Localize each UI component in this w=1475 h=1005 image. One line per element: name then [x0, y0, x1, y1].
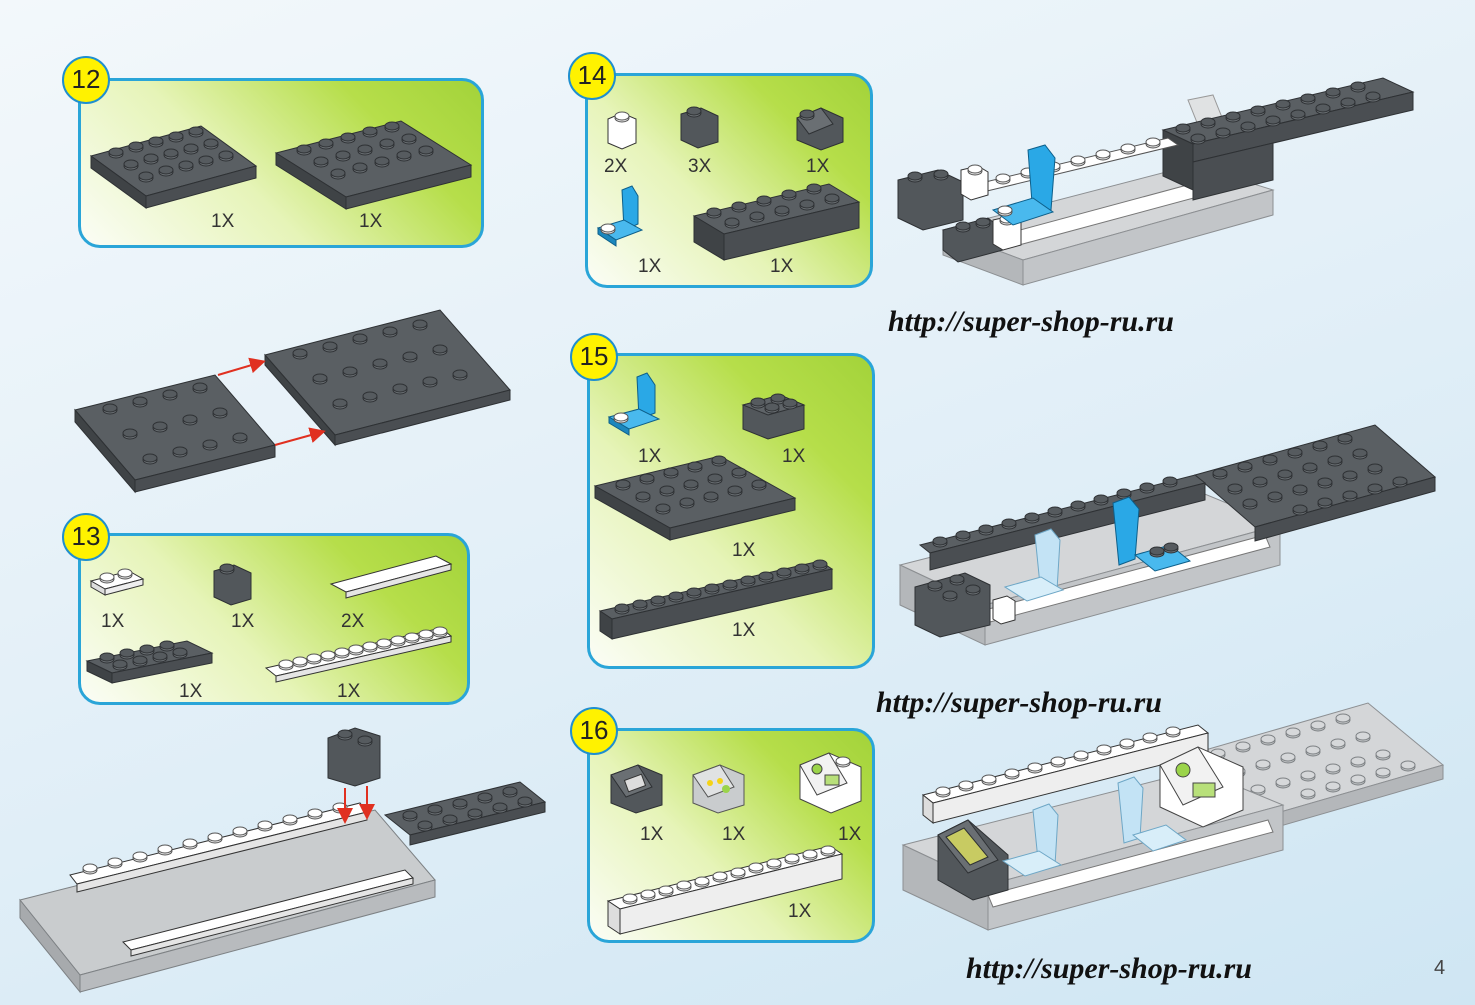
qty-step13-white-plate: 1X	[101, 611, 125, 632]
qty-step12-plate-a: 1X	[211, 211, 235, 232]
qty-step15-long-brick: 1X	[732, 620, 756, 641]
plate-6x8-dark	[593, 455, 797, 541]
slope-control-panel-white	[799, 752, 862, 814]
assembly-arrow	[274, 427, 326, 446]
qty-step16-panel-c: 1X	[838, 824, 862, 845]
step-15-model-illustration	[898, 424, 1437, 646]
brick-1x1-white	[607, 111, 637, 150]
plate-6x6-dark	[89, 125, 258, 209]
qty-step14-slope-brick: 1X	[806, 156, 830, 177]
slope-brick-dark	[796, 107, 844, 151]
plate-1x2-white	[89, 568, 145, 596]
step-number-12: 12	[62, 56, 110, 104]
page-number: 4	[1434, 957, 1446, 979]
brick-1x12-white	[606, 845, 844, 935]
brick-corner-dark	[213, 563, 252, 606]
plate-2x8-dark	[85, 640, 214, 684]
qty-step12-plate-b: 1X	[359, 211, 383, 232]
qty-step14-white-brick: 2X	[604, 156, 628, 177]
plate-6x8-dark	[274, 120, 473, 210]
seat-light-blue	[1003, 528, 1065, 602]
step-14-parts-panel: 2X 3X 1X 1X 1X	[585, 73, 873, 288]
seat-blue	[607, 372, 661, 436]
seat-blue	[1112, 496, 1192, 572]
qty-step15-plate: 1X	[732, 540, 756, 561]
seat-blue	[596, 185, 644, 247]
slope-control-panel-light	[692, 764, 745, 814]
brick-corner-dark	[680, 106, 719, 149]
brick-1x12-dark	[598, 559, 834, 640]
step-15-parts-panel: 1X 1X 1X 1X	[587, 353, 875, 669]
qty-step14-long-brick: 1X	[770, 256, 794, 277]
step-13-assembly-illustration	[19, 727, 547, 994]
plate-1x12-white	[264, 626, 453, 683]
step-12-assembly-illustration	[74, 309, 511, 494]
brick-2x2-dark	[741, 393, 806, 440]
step-number-13: 13	[62, 513, 110, 561]
seat-light-blue	[1001, 803, 1063, 877]
qty-step14-seat: 1X	[638, 256, 662, 277]
qty-step14-corner-brick: 3X	[688, 156, 712, 177]
slope-control-panel-dark	[937, 819, 1009, 901]
qty-step15-brick: 1X	[782, 446, 806, 467]
seat-blue	[991, 144, 1056, 226]
corner-brick-falling	[327, 727, 381, 787]
step-14-model-illustration	[897, 77, 1415, 286]
step-number-15: 15	[570, 333, 618, 381]
seat-light-blue	[1117, 776, 1188, 852]
watermark-url: http://super-shop-ru.ru	[966, 952, 1252, 985]
qty-step16-panel-a: 1X	[640, 824, 664, 845]
qty-step16-long-brick: 1X	[788, 901, 812, 922]
qty-step15-seat: 1X	[638, 446, 662, 467]
qty-step13-dark-plate: 1X	[179, 681, 203, 702]
step-13-parts-panel: 1X 1X 2X 1X 1X	[78, 533, 470, 705]
assembly-arrow	[217, 357, 266, 376]
qty-step13-white-tile: 2X	[341, 611, 365, 632]
watermark-url: http://super-shop-ru.ru	[876, 686, 1162, 719]
qty-step13-corner-brick: 1X	[231, 611, 255, 632]
slope-control-panel-dark	[610, 764, 663, 814]
watermark-url: http://super-shop-ru.ru	[888, 305, 1174, 338]
step-16-parts-panel: 1X 1X 1X 1X	[587, 728, 875, 943]
brick-2x8-dark	[692, 183, 861, 261]
step-number-16: 16	[570, 707, 618, 755]
qty-step16-panel-b: 1X	[722, 824, 746, 845]
step-12-parts-panel: 1X 1X	[78, 78, 484, 248]
qty-step13-long-white-plate: 1X	[337, 681, 361, 702]
step-16-model-illustration	[901, 702, 1445, 931]
tile-1x8-white	[329, 555, 453, 599]
slope-control-panel-white	[1159, 746, 1244, 828]
step-number-14: 14	[568, 52, 616, 100]
